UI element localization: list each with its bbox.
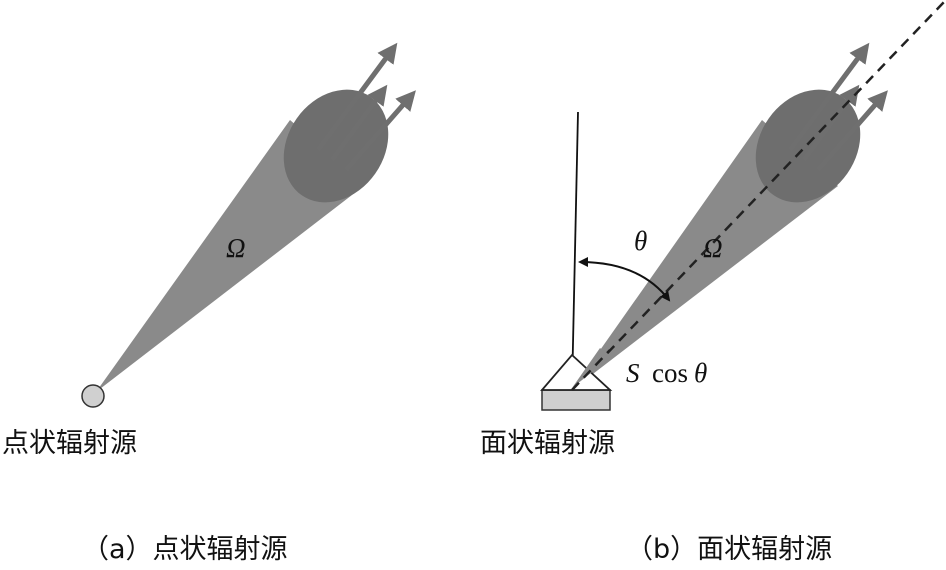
radiation-arrows	[315, 42, 416, 172]
radiation-arrow	[787, 42, 870, 152]
radiation-arrow	[816, 90, 888, 172]
angle-arc	[578, 257, 671, 302]
solid-angle-symbol: Ω	[703, 233, 723, 263]
panel-a: Ω 点状辐射源 （a）点状辐射源	[2, 42, 416, 565]
angle-symbol: θ	[634, 226, 647, 256]
radiation-arrow	[315, 42, 398, 152]
radiation-arrow	[329, 84, 388, 162]
axis-dashed-line-tip	[571, 349, 611, 391]
panel-b: θ Ω S cos θ 面状辐射源 （b）面状辐射源	[480, 1, 945, 565]
projected-area-label: S cos θ	[626, 358, 707, 388]
point-source-icon	[81, 384, 105, 408]
caption: （b）面状辐射源	[626, 534, 832, 565]
area-symbol: S	[626, 358, 640, 388]
source-label: 点状辐射源	[2, 428, 137, 459]
axis-dashed-line	[571, 1, 945, 391]
solid-angle-symbol: Ω	[226, 233, 246, 263]
caption: （a）点状辐射源	[82, 534, 288, 565]
source-label: 面状辐射源	[480, 428, 615, 459]
radiation-arrow	[344, 90, 416, 172]
projection-func: cos	[652, 358, 688, 388]
projection-angle: θ	[694, 358, 707, 388]
surface-plate	[541, 389, 611, 411]
surface-normal-line	[571, 111, 579, 391]
